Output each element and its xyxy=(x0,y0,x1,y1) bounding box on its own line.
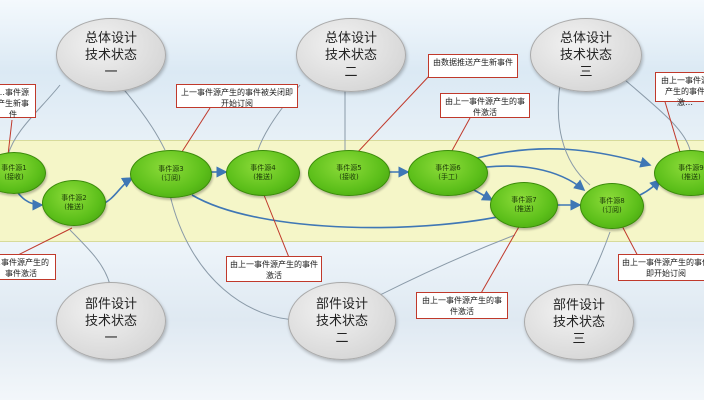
event-source-4: 事件源4 (推送) xyxy=(226,150,300,196)
component-state-2-label: 部件设计技术状态二 xyxy=(315,296,368,346)
design-state-1: 总体设计技术状态一 xyxy=(56,18,166,92)
relation-curve xyxy=(119,84,166,151)
design-state-3: 总体设计技术状态三 xyxy=(530,18,642,92)
relation-curve xyxy=(557,84,591,186)
callout-note: 由数据推送产生新事件 xyxy=(428,54,518,78)
flow-arrow xyxy=(469,148,652,168)
event-source-6: 事件源6 (手工) xyxy=(408,150,488,196)
event-source-3: 事件源3 (订阅) xyxy=(130,150,212,198)
relation-curve xyxy=(169,194,301,321)
component-state-2: 部件设计技术状态二 xyxy=(288,282,396,360)
callout-note: …事件源产生新事件 xyxy=(0,84,36,119)
callout-note: 由上一事件源产生的事件激… xyxy=(655,72,704,107)
component-state-3-label: 部件设计技术状态三 xyxy=(552,297,605,347)
event-source-9-action: (推送) xyxy=(681,173,701,181)
event-source-1-name: 事件源1 xyxy=(1,164,27,172)
callout-note: 由上一事件源产生的事件即开始订阅 xyxy=(618,254,704,281)
relation-curve xyxy=(584,231,611,291)
design-state-1-label: 总体设计技术状态一 xyxy=(84,30,137,80)
event-source-2-action: (推送) xyxy=(64,203,84,211)
relation-curve xyxy=(69,229,111,286)
event-source-7-name: 事件源7 xyxy=(511,196,537,204)
callout-leader xyxy=(479,224,521,296)
event-source-6-action: (手工) xyxy=(438,173,458,181)
event-source-8: 事件源8 (订阅) xyxy=(580,183,644,229)
callout-leader xyxy=(11,227,73,259)
event-source-3-action: (订阅) xyxy=(161,174,181,182)
event-source-3-name: 事件源3 xyxy=(158,165,184,173)
event-source-7: 事件源7 (推送) xyxy=(490,182,558,228)
design-state-2-label: 总体设计技术状态二 xyxy=(324,30,377,80)
callout-leader xyxy=(619,221,641,261)
event-source-5: 事件源5 (接收) xyxy=(308,150,390,196)
event-source-4-action: (推送) xyxy=(253,173,273,181)
flow-arrow xyxy=(191,194,522,229)
event-source-9-name: 事件源9 xyxy=(678,164,704,172)
event-source-4-name: 事件源4 xyxy=(250,164,276,172)
event-source-5-name: 事件源5 xyxy=(336,164,362,172)
callout-note: 由上一事件源产生的事件激活 xyxy=(440,93,530,118)
relation-curve xyxy=(379,234,516,296)
relation-curve xyxy=(7,84,61,156)
callout-leader xyxy=(261,189,291,261)
component-state-1-label: 部件设计技术状态一 xyxy=(84,296,137,346)
component-state-1: 部件设计技术状态一 xyxy=(56,282,166,360)
event-source-1-action: (接收) xyxy=(4,173,24,181)
relation-curve xyxy=(624,79,691,151)
callout-note: 由上一事件源产生的事件激活 xyxy=(226,256,322,282)
callout-note: …事件源产生的事件激活 xyxy=(0,254,56,280)
event-source-5-action: (接收) xyxy=(339,173,359,181)
callout-leader xyxy=(177,107,211,159)
event-source-6-name: 事件源6 xyxy=(435,164,461,172)
design-state-2: 总体设计技术状态二 xyxy=(296,18,406,92)
callout-note: 上一事件源产生的事件被关闭即开始订阅 xyxy=(176,84,298,108)
event-source-2-name: 事件源2 xyxy=(61,194,87,202)
callout-note: 由上一事件源产生的事件激活 xyxy=(416,292,508,319)
design-state-3-label: 总体设计技术状态三 xyxy=(559,30,612,80)
event-source-2: 事件源2 (推送) xyxy=(42,180,106,226)
event-source-7-action: (推送) xyxy=(514,205,534,213)
event-source-8-action: (订阅) xyxy=(602,206,622,214)
event-source-8-name: 事件源8 xyxy=(599,197,625,205)
callout-leader xyxy=(354,74,431,156)
callout-leader xyxy=(7,119,13,156)
component-state-3: 部件设计技术状态三 xyxy=(524,284,634,360)
